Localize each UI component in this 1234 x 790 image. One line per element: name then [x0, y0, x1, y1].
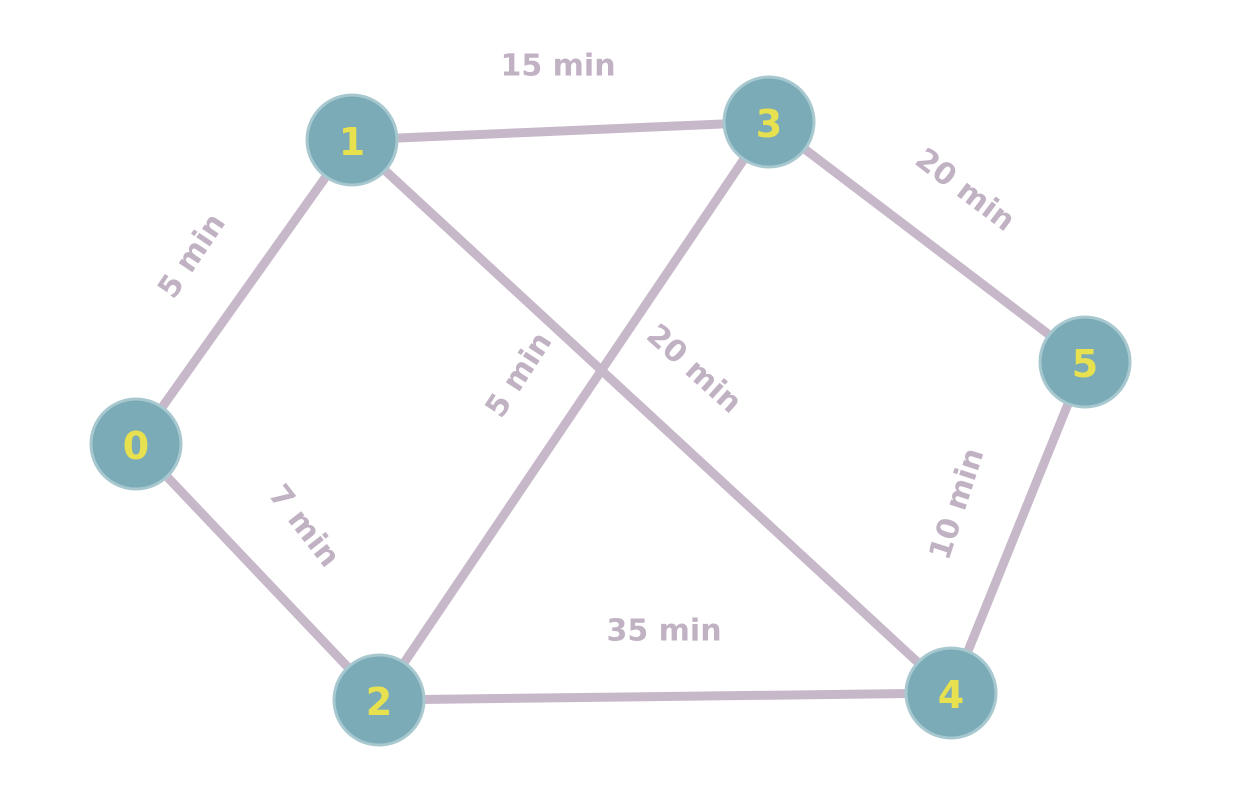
edge-0-2 — [131, 439, 384, 705]
node-circle-4 — [904, 646, 998, 740]
edge-label-0-1: 5 min — [151, 207, 233, 305]
nodes-layer: 0 1 2 3 4 5 — [89, 75, 1132, 747]
node-1: 1 — [305, 93, 399, 187]
node-label-3: 3 — [756, 102, 782, 146]
node-circle-3 — [722, 75, 816, 169]
node-label-5: 5 — [1072, 342, 1098, 386]
edge-label-1-4: 20 min — [640, 317, 749, 420]
edge-label-2-3: 5 min — [479, 326, 560, 424]
node-label-2: 2 — [366, 680, 392, 724]
edge-3-5 — [764, 117, 1090, 367]
edge-1-3 — [347, 117, 774, 145]
node-circle-2 — [332, 653, 426, 747]
edge-labels-layer: 5 min 7 min 15 min 20 min 5 min 35 min 20 min 1… — [151, 49, 1021, 649]
node-2: 2 — [332, 653, 426, 747]
node-4: 4 — [904, 646, 998, 740]
edge-0-1 — [131, 135, 357, 449]
node-3: 3 — [722, 75, 816, 169]
node-label-4: 4 — [938, 673, 964, 717]
node-circle-1 — [305, 93, 399, 187]
edge-label-0-2: 7 min — [261, 478, 347, 574]
edge-label-1-3: 15 min — [500, 49, 615, 84]
node-circle-0 — [89, 397, 183, 491]
node-circle-5 — [1038, 315, 1132, 409]
edge-2-4 — [374, 688, 956, 705]
edge-label-3-5: 20 min — [909, 141, 1022, 238]
edge-4-5 — [946, 357, 1090, 698]
edge-label-4-5: 10 min — [923, 444, 992, 564]
edges-layer — [131, 117, 1090, 705]
node-0: 0 — [89, 397, 183, 491]
node-label-0: 0 — [123, 424, 149, 468]
node-5: 5 — [1038, 315, 1132, 409]
edge-2-3 — [374, 117, 774, 705]
edge-label-2-4: 35 min — [606, 614, 721, 649]
edge-1-4 — [347, 135, 956, 698]
node-label-1: 1 — [339, 120, 365, 164]
